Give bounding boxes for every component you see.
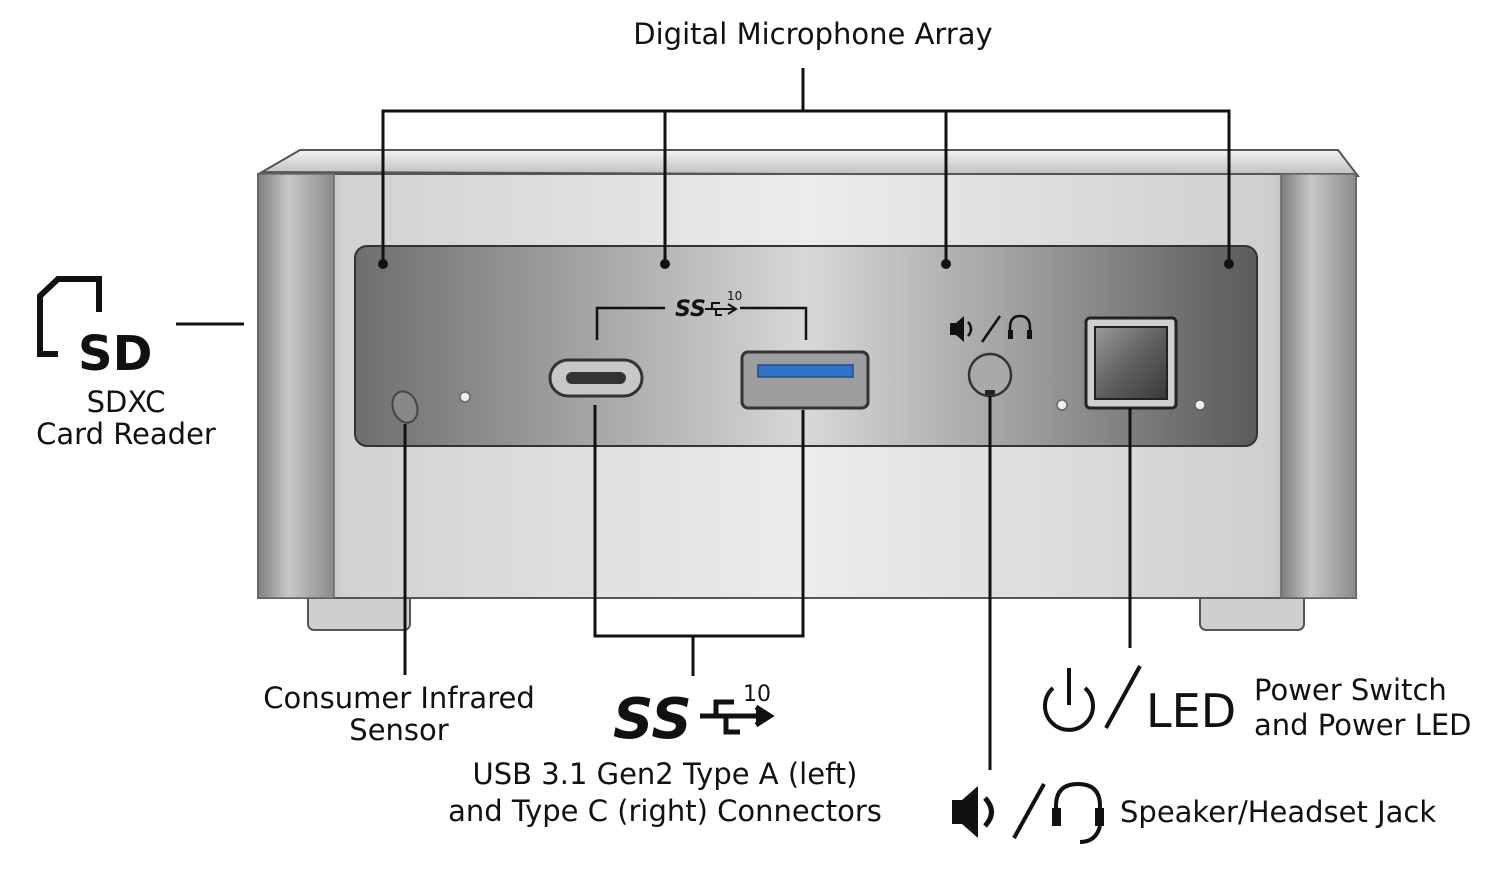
ir-label-line1: Consumer Infrared	[263, 681, 535, 715]
ir-label-line2: Sensor	[349, 713, 449, 747]
usb-type-c-slot	[566, 372, 626, 384]
speaker-headset-small-icon	[950, 314, 1032, 343]
mic-hole	[660, 259, 670, 269]
usb-small-trident-icon	[705, 302, 738, 316]
usb-label-line2: and Type C (right) Connectors	[448, 794, 882, 828]
usb-connectors-label: USB 3.1 Gen2 Type A (left) and Type C (r…	[430, 756, 900, 830]
sd-label-line1: SDXC	[86, 385, 166, 419]
indicator-led	[459, 391, 471, 403]
mic-hole	[1224, 259, 1234, 269]
mic-bracket	[381, 109, 1231, 260]
power-icon	[1043, 686, 1095, 732]
audio-jack	[967, 352, 1013, 398]
mic-hole	[941, 259, 951, 269]
ss-small-logo: SS	[675, 297, 706, 322]
usb-bracket	[593, 405, 805, 676]
microphone-array-label: Digital Microphone Array	[633, 17, 993, 51]
sd-icon-text: SD	[78, 326, 152, 382]
power-led-icon: LED	[1043, 665, 1236, 738]
power-button	[1094, 326, 1168, 400]
headset-jack-label: Speaker/Headset Jack	[1120, 795, 1437, 829]
ss-large-logo: SS	[613, 687, 692, 752]
speaker-headset-icon	[952, 781, 1104, 844]
power-label-line1: Power Switch	[1254, 673, 1447, 707]
chassis-right-side	[1280, 173, 1357, 599]
usb-type-a-insert	[757, 364, 854, 378]
chassis-lid	[258, 149, 1361, 178]
sd-label-line2: Card Reader	[36, 417, 216, 451]
mic-hole	[378, 259, 388, 269]
usb-label-line1: USB 3.1 Gen2 Type A (left)	[472, 757, 858, 791]
usb-type-a-port	[740, 350, 870, 410]
audio-jack-marker	[985, 390, 995, 395]
indicator-led	[1056, 399, 1068, 411]
chassis-left-side	[257, 173, 335, 599]
slash-icon	[1104, 665, 1142, 729]
power-label-line2: and Power LED	[1254, 708, 1472, 742]
infrared-sensor-label: Consumer Infrared Sensor	[250, 682, 548, 746]
superspeed-usb-10-icon: SS 10	[613, 682, 775, 752]
led-icon-text: LED	[1146, 684, 1236, 738]
ss-bracket	[595, 306, 808, 340]
sd-card-reader-label: SDXC Card Reader	[18, 386, 234, 450]
infrared-sensor	[391, 390, 419, 424]
sd-card-icon: SD	[37, 276, 152, 382]
ss-small-gen: 10	[727, 289, 742, 303]
front-panel: SS 10	[354, 245, 1258, 447]
ss-large-gen: 10	[743, 682, 771, 707]
power-switch-label: Power Switch and Power LED	[1254, 673, 1494, 743]
leader-lines	[176, 68, 1231, 770]
indicator-led	[1194, 399, 1206, 411]
